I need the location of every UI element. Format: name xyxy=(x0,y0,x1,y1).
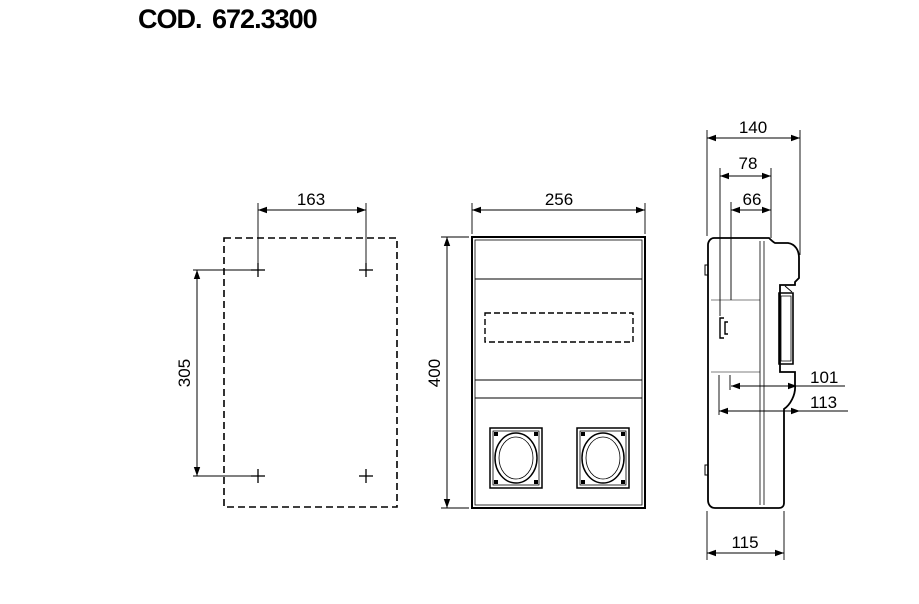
socket-right xyxy=(576,427,630,489)
mounting-hole-bottom-right xyxy=(359,469,373,483)
product-code: 672.3300 xyxy=(212,4,318,34)
dim-label-115: 115 xyxy=(731,533,758,552)
mounting-outline-dashed xyxy=(223,237,398,508)
mounting-template-view xyxy=(193,203,398,508)
side-view xyxy=(704,130,848,560)
dim-label-256: 256 xyxy=(545,190,573,209)
dim-label-113: 113 xyxy=(810,393,837,412)
breaker-lever-side xyxy=(778,292,794,365)
front-view xyxy=(441,203,646,509)
drawing-title: COD. 672.3300 xyxy=(138,4,318,35)
dim-label-101: 101 xyxy=(810,368,838,387)
dim-label-78: 78 xyxy=(739,154,758,173)
title-prefix: COD. xyxy=(138,4,202,34)
dim-label-163: 163 xyxy=(297,190,325,209)
dim-label-305: 305 xyxy=(175,359,194,387)
dim-label-140: 140 xyxy=(739,118,767,137)
socket-left xyxy=(489,427,543,489)
dim-label-400: 400 xyxy=(425,359,444,387)
breaker-window-dashed xyxy=(484,312,634,343)
enclosure-side-outline xyxy=(707,237,800,509)
dim-label-66: 66 xyxy=(743,190,762,209)
din-rail-symbol xyxy=(719,317,728,339)
enclosure-front-outline xyxy=(471,236,646,509)
